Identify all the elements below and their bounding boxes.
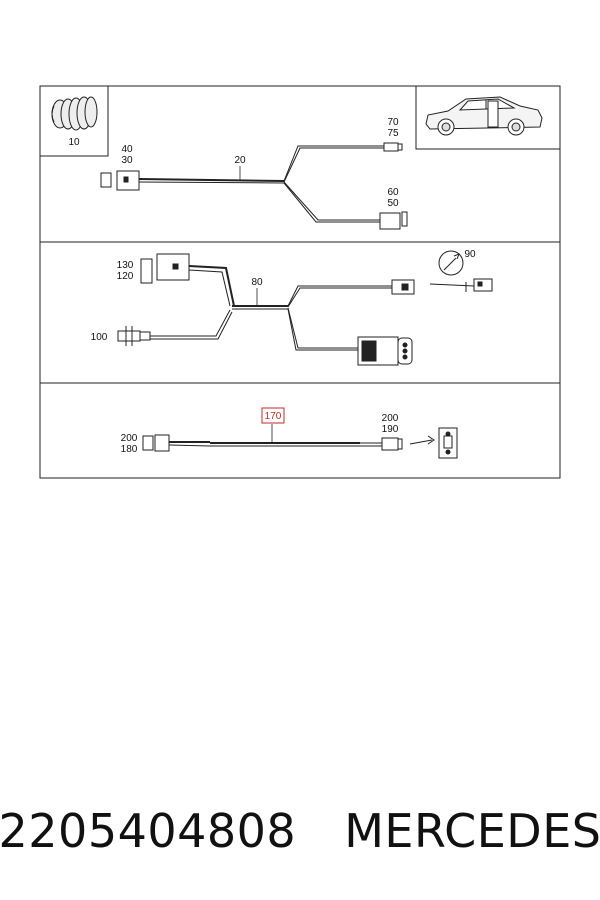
callout-50: 50	[387, 198, 399, 209]
callout-100: 100	[91, 332, 108, 343]
connector-60-icon	[379, 212, 401, 230]
brand-name: MERCEDES	[344, 804, 600, 858]
callout-200-right: 200	[382, 413, 399, 424]
callout-20: 20	[234, 155, 246, 166]
connector-120-icon	[140, 258, 153, 284]
callout-10: 10	[68, 137, 80, 148]
harness-170	[142, 427, 458, 459]
connector-30-icon	[100, 172, 112, 188]
callout-120: 120	[117, 271, 134, 282]
callout-60: 60	[387, 187, 399, 198]
callout-90: 90	[464, 249, 476, 260]
car-icon	[425, 96, 543, 136]
callout-200-left: 200	[121, 433, 138, 444]
part-number: 2205404808	[0, 804, 297, 858]
callout-170: 170	[265, 411, 282, 422]
connector-200-left-icon	[142, 435, 154, 451]
diagram-frame	[39, 85, 561, 479]
connector-100-icon	[117, 330, 141, 342]
product-caption: 2205404808 MERCEDES	[0, 796, 600, 866]
callout-75: 75	[387, 128, 399, 139]
callout-190: 190	[382, 424, 399, 435]
harness-20	[100, 142, 408, 230]
callout-170-highlight	[261, 407, 285, 424]
car-inset	[415, 85, 561, 150]
callout-180: 180	[121, 444, 138, 455]
harness-80	[117, 250, 493, 366]
callout-30: 30	[121, 155, 133, 166]
callout-130: 130	[117, 260, 134, 271]
wiring-harness-diagram: 10 20	[39, 85, 561, 479]
callout-80: 80	[251, 277, 263, 288]
wrench-tool-icon	[429, 250, 493, 292]
connector-180-icon	[154, 434, 170, 452]
grommet-icon	[51, 96, 98, 131]
connector-190-icon	[381, 437, 399, 451]
grommet-inset: 10	[39, 85, 109, 157]
connector-70-icon	[383, 142, 399, 152]
callout-40: 40	[121, 144, 133, 155]
callout-70: 70	[387, 117, 399, 128]
